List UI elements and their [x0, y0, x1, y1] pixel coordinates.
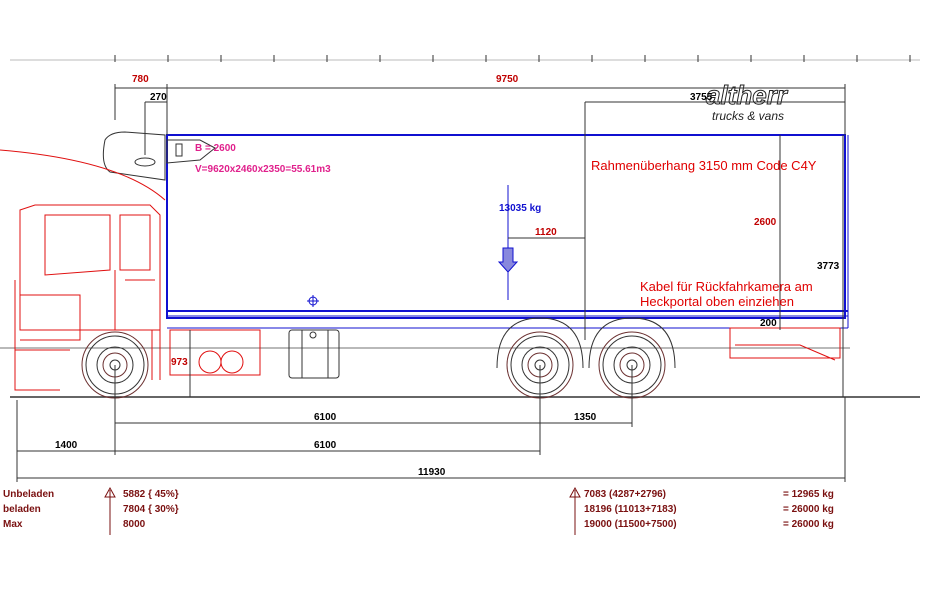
cargo-body [166, 134, 849, 329]
dim-cog-offset: 1120 [535, 227, 557, 238]
total-weight: = 12965 kg [783, 489, 834, 500]
dim-body-length: 9750 [496, 74, 519, 85]
front-axle-weight: 5882 { 45%} [123, 489, 179, 500]
total-weight: = 26000 kg [783, 504, 834, 515]
svg-text:altherr: altherr [706, 80, 789, 110]
weight-table: Unbeladen 5882 { 45%} 7083 (4287+2796) =… [3, 489, 834, 530]
overhang-note: Rahmenüberhang 3150 mm Code C4Y [591, 158, 817, 173]
dim-tandem: 1350 [574, 412, 597, 423]
dim-subframe: 200 [760, 318, 777, 329]
rear-fender-2 [588, 317, 676, 369]
rear-axle-weight: 18196 (11013+7183) [584, 504, 677, 515]
top-ruler [10, 55, 920, 62]
body-width-label: B = 2600 [195, 143, 236, 154]
dim-front-overhang: 780 [132, 74, 149, 85]
dim-body-height: 2600 [754, 217, 777, 228]
body-volume-label: V=9620x2460x2350=55.61m3 [195, 164, 331, 175]
svg-text:trucks & vans: trucks & vans [712, 109, 784, 123]
front-axle-weight: 8000 [123, 519, 146, 530]
rear-axle-weight: 7083 (4287+2796) [584, 489, 666, 500]
dim-front-to-axle: 1400 [55, 440, 78, 451]
rear-fender [496, 317, 584, 369]
camera-note-2: Heckportal oben einziehen [640, 294, 794, 309]
center-of-gravity [307, 185, 519, 307]
roof-spoiler [102, 131, 216, 181]
row-label: Max [3, 519, 23, 530]
payload-label: 13035 kg [499, 203, 541, 214]
fuel-tank [288, 329, 340, 379]
dim-total-height: 3773 [817, 261, 840, 272]
dimension-lines [16, 84, 846, 535]
row-label: beladen [3, 504, 41, 515]
dim-frame-height: 973 [171, 357, 188, 368]
dim-wheelbase-2: 6100 [314, 440, 337, 451]
total-weight: = 26000 kg [783, 519, 834, 530]
rear-axle-weight: 19000 (11500+7500) [584, 519, 677, 530]
row-label: Unbeladen [3, 489, 54, 500]
front-axle-weight: 7804 { 30%} [123, 504, 179, 515]
dim-overall-length: 11930 [418, 467, 446, 478]
truck-cab [0, 149, 841, 391]
dim-wheelbase-1: 6100 [314, 412, 337, 423]
camera-note-1: Kabel für Rückfahrkamera am [640, 279, 813, 294]
altherr-logo: altherr trucks & vans [706, 80, 790, 124]
dim-gap: 270 [150, 92, 167, 103]
dim-rear-ref: 3755 [690, 92, 713, 103]
